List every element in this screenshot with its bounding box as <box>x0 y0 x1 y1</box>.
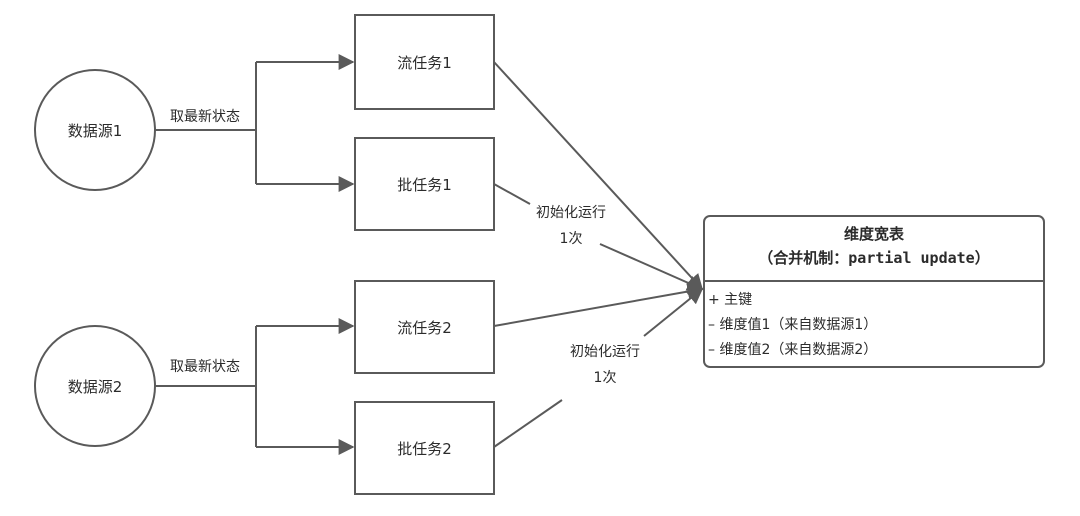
task-label-stream-2: 流任务2 <box>397 319 452 337</box>
wide-table-subtitle-suffix: ） <box>975 249 990 267</box>
task-node-batch-1[interactable]: 批任务1 <box>354 137 495 231</box>
task-node-stream-2[interactable]: 流任务2 <box>354 280 495 374</box>
edge-label-batch-2-line1: 初始化运行 <box>570 343 640 360</box>
edge-batch-2-to-table <box>493 287 704 448</box>
source-label-1: 数据源1 <box>68 122 123 140</box>
task-label-batch-2: 批任务2 <box>397 440 452 458</box>
source-2-connectors <box>155 318 355 455</box>
wide-table-field-dim-2: – 维度值2（来自数据源2） <box>708 342 877 358</box>
wide-table-title: 维度宽表 <box>844 225 905 243</box>
source-node-1[interactable]: 数据源1 <box>34 69 156 191</box>
wide-table-field-primary-key: + 主键 <box>708 292 752 308</box>
task-label-batch-1: 批任务1 <box>397 176 452 194</box>
task-node-batch-2[interactable]: 批任务2 <box>354 401 495 495</box>
wide-table-field-dim-1: – 维度值1（来自数据源1） <box>708 317 877 333</box>
source-node-2[interactable]: 数据源2 <box>34 325 156 447</box>
source-label-2: 数据源2 <box>68 378 123 396</box>
edge-label-batch-2-line2: 1次 <box>594 370 617 386</box>
source-1-connectors <box>155 54 355 192</box>
edge-label-source-2: 取最新状态 <box>170 359 240 375</box>
wide-table-node[interactable]: 维度宽表 （合并机制：partial update） + 主键 – 维度值1（来… <box>703 215 1045 368</box>
edge-stream-2-to-table <box>493 283 704 327</box>
wide-table-subtitle-code: partial update <box>848 249 974 267</box>
edge-label-source-1: 取最新状态 <box>170 109 240 125</box>
wide-table-subtitle: （合并机制：partial update） <box>758 249 989 267</box>
wide-table-subtitle-prefix: （合并机制： <box>758 249 848 267</box>
edge-stream-1-to-table <box>493 61 704 291</box>
task-node-stream-1[interactable]: 流任务1 <box>354 14 495 110</box>
edge-label-batch-1-line2: 1次 <box>560 231 583 247</box>
edge-batch-1-to-table <box>493 183 704 291</box>
edge-label-batch-1-line1: 初始化运行 <box>536 204 606 221</box>
task-label-stream-1: 流任务1 <box>397 54 452 72</box>
